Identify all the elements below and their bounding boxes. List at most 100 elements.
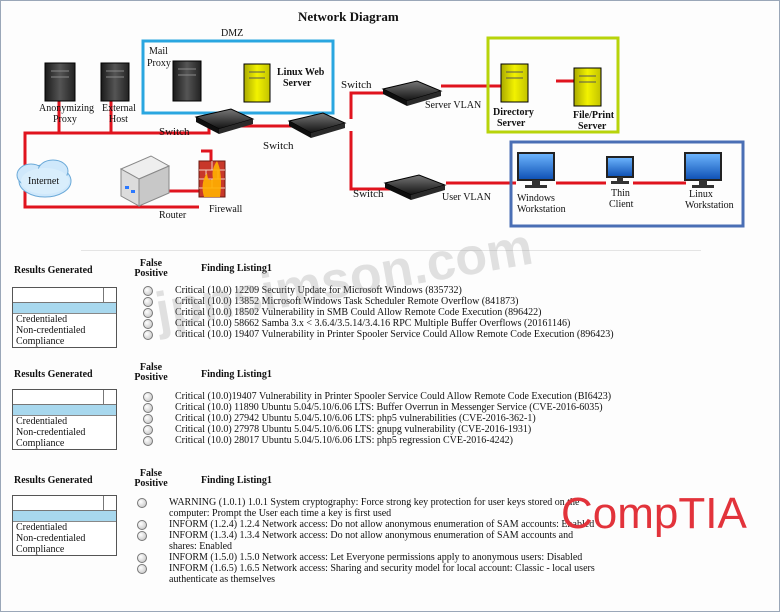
results-type-listbox[interactable]: Credentialed Non-credentialed Compliance	[12, 495, 117, 556]
results-generated-label: Results Generated	[14, 475, 93, 486]
finding-text: WARNING (1.0.1) 1.0.1 System cryptograph…	[169, 497, 580, 508]
mail-proxy-icon	[172, 60, 202, 102]
anonymizing-proxy-icon	[44, 62, 76, 102]
finding-text: INFORM (1.6.5) 1.6.5 Network access: Sha…	[169, 563, 595, 574]
listbox-highlight-row[interactable]	[13, 405, 116, 416]
finding-listing-header: Finding Listing1	[201, 263, 272, 274]
windows-workstation-icon	[517, 152, 555, 188]
false-positive-radio[interactable]	[137, 498, 147, 508]
finding-row: Critical (10.0) 11890 Ubuntu 5.04/5.10/6…	[141, 402, 641, 413]
false-positive-radio[interactable]	[143, 436, 153, 446]
finding-listing-header: Finding Listing1	[201, 475, 272, 486]
results-generated-label: Results Generated	[14, 265, 93, 276]
finding-row: INFORM (1.2.4) 1.2.4 Network access: Do …	[135, 519, 635, 530]
directory-server-icon	[500, 63, 529, 103]
false-positive-radio[interactable]	[143, 308, 153, 318]
listbox-selected-value[interactable]	[13, 288, 116, 303]
finding-text: Critical (10.0) 18502 Vulnerability in S…	[175, 307, 542, 318]
switch-left-icon	[194, 108, 255, 134]
option-compliance[interactable]: Compliance	[16, 544, 65, 555]
finding-row: Critical (10.0) 27978 Ubuntu 5.04/5.10/6…	[141, 424, 641, 435]
listbox-highlight-row[interactable]	[13, 511, 116, 522]
findings-list: WARNING (1.0.1) 1.0.1 System cryptograph…	[135, 497, 635, 585]
server-vlan-box	[486, 36, 620, 134]
results-type-listbox[interactable]: Credentialed Non-credentialed Compliance	[12, 287, 117, 348]
findings-list: Critical (10.0)19407 Vulnerability in Pr…	[141, 391, 641, 446]
false-positive-radio[interactable]	[137, 564, 147, 574]
false-positive-radio[interactable]	[143, 286, 153, 296]
finding-row: Critical (10.0) 27942 Ubuntu 5.04/5.10/6…	[141, 413, 641, 424]
finding-text: INFORM (1.2.4) 1.2.4 Network access: Do …	[169, 519, 595, 530]
switch-server-icon	[381, 80, 443, 106]
false-positive-radio[interactable]	[143, 297, 153, 307]
finding-text: Critical (10.0) 19407 Vulnerability in P…	[175, 329, 614, 340]
false-positive-radio[interactable]	[143, 425, 153, 435]
false-positive-radio[interactable]	[143, 319, 153, 329]
firewall-label: Firewall	[209, 204, 243, 215]
finding-text: INFORM (1.3.4) 1.3.4 Network access: Do …	[169, 530, 574, 541]
listbox-scroll-handle[interactable]	[103, 288, 116, 302]
false-positive-radio[interactable]	[137, 520, 147, 530]
switch-user-label: Switch	[353, 188, 384, 200]
false-positive-radio[interactable]	[137, 553, 147, 563]
user-vlan-label: User VLAN	[442, 192, 491, 203]
finding-text: Critical (10.0) 11890 Ubuntu 5.04/5.10/6…	[175, 402, 603, 413]
false-positive-radio[interactable]	[143, 330, 153, 340]
switch-left-label: Switch	[159, 126, 190, 138]
switch-middle-icon	[287, 112, 347, 138]
listbox-highlight-row[interactable]	[13, 303, 116, 314]
option-non-credentialed[interactable]: Non-credentialed	[16, 325, 86, 336]
finding-text: INFORM (1.5.0) 1.5.0 Network access: Let…	[169, 552, 583, 563]
finding-text: Critical (10.0) 27942 Ubuntu 5.04/5.10/6…	[175, 413, 536, 424]
switch-user-icon	[383, 174, 447, 200]
firewall-icon	[198, 160, 226, 198]
internet-cloud-icon	[16, 159, 72, 198]
router-label: Router	[159, 210, 187, 221]
false-positive-radio[interactable]	[143, 392, 153, 402]
finding-text: Critical (10.0) 58662 Samba 3.x < 3.6.4/…	[175, 318, 571, 329]
false-positive-radio[interactable]	[143, 414, 153, 424]
finding-text: Critical (10.0)19407 Vulnerability in Pr…	[175, 391, 612, 402]
switch-middle-label: Switch	[263, 140, 294, 152]
findings-list: Critical (10.0) 12209 Security Update fo…	[141, 285, 641, 340]
false-positive-radio[interactable]	[143, 403, 153, 413]
finding-row: Critical (10.0) 58662 Samba 3.x < 3.6.4/…	[141, 318, 641, 329]
option-non-credentialed[interactable]: Non-credentialed	[16, 427, 86, 438]
option-credentialed[interactable]: Credentialed	[16, 314, 68, 325]
internet-label: Internet	[28, 176, 59, 187]
option-compliance[interactable]: Compliance	[16, 336, 65, 347]
results-type-listbox[interactable]: Credentialed Non-credentialed Compliance	[12, 389, 117, 450]
finding-row: Critical (10.0) 18502 Vulnerability in S…	[141, 307, 641, 318]
listbox-scroll-handle[interactable]	[103, 496, 116, 510]
listbox-selected-value[interactable]	[13, 496, 116, 511]
option-non-credentialed[interactable]: Non-credentialed	[16, 533, 86, 544]
finding-listing-header: Finding Listing1	[201, 369, 272, 380]
finding-row: Critical (10.0) 19407 Vulnerability in P…	[141, 329, 641, 340]
finding-text: Critical (10.0) 27978 Ubuntu 5.04/5.10/6…	[175, 424, 532, 435]
finding-text: Critical (10.0) 13852 Microsoft Windows …	[175, 296, 519, 307]
finding-row: INFORM (1.3.4) 1.3.4 Network access: Do …	[135, 530, 635, 552]
option-credentialed[interactable]: Credentialed	[16, 522, 68, 533]
option-credentialed[interactable]: Credentialed	[16, 416, 68, 427]
linux-workstation-icon	[684, 152, 722, 188]
external-host-icon	[100, 62, 130, 102]
finding-row: Critical (10.0) 12209 Security Update fo…	[141, 285, 641, 296]
server-vlan-label: Server VLAN	[425, 100, 481, 111]
file-print-server-icon	[573, 67, 602, 107]
listbox-selected-value[interactable]	[13, 390, 116, 405]
listbox-scroll-handle[interactable]	[103, 390, 116, 404]
option-compliance[interactable]: Compliance	[16, 438, 65, 449]
finding-row: INFORM (1.6.5) 1.6.5 Network access: Sha…	[135, 563, 635, 585]
finding-text-continued: shares: Enabled	[169, 541, 233, 552]
false-positive-radio[interactable]	[137, 531, 147, 541]
